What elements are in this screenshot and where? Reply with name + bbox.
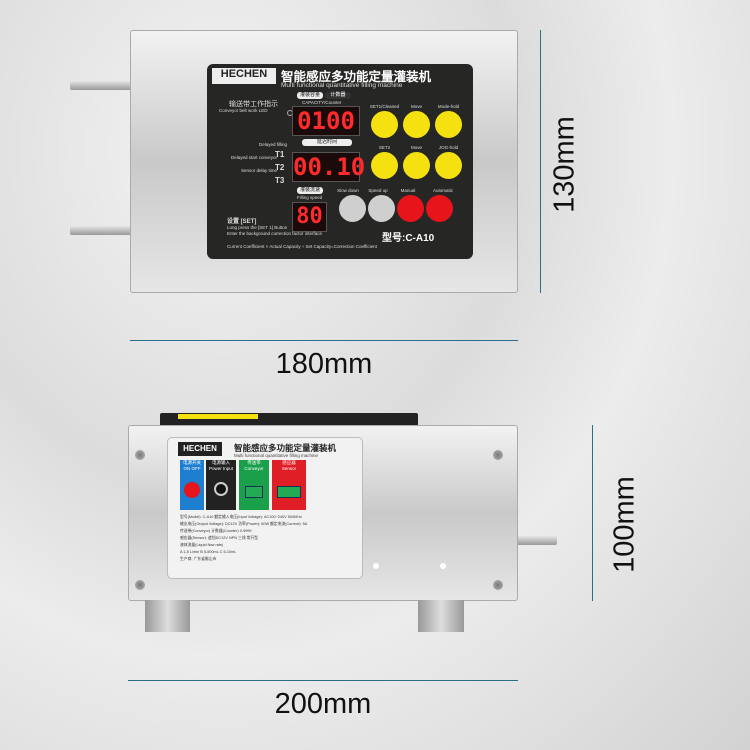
- spec-line: 液体流量(Liquid flow rate): [180, 543, 224, 547]
- height-dimension-label: 130mm: [548, 116, 581, 213]
- speed-label: 灌装流速: [297, 187, 323, 194]
- button-edge: [178, 414, 258, 419]
- timer-t2: T2: [275, 163, 285, 172]
- manual-button[interactable]: [397, 195, 424, 222]
- power-switch[interactable]: [184, 482, 200, 498]
- btn-label: Mode-hold: [437, 104, 460, 109]
- height-dimension-label: 100mm: [608, 476, 641, 573]
- width-dimension-label: 180mm: [275, 348, 373, 380]
- conveyor-led-label: 输送带工作指示: [229, 101, 278, 108]
- height-dimension-line: [592, 425, 593, 601]
- capacity-display: 0100: [292, 106, 360, 136]
- move2-button[interactable]: [403, 152, 430, 179]
- conveyor-led-label-en: Conveyor belt work LED: [219, 108, 268, 113]
- block-label: 电源开关: [183, 460, 201, 465]
- btn-label: Manual: [400, 188, 416, 193]
- power-switch-block: 电源开关 ON OFF: [180, 460, 204, 510]
- screw: [493, 580, 503, 590]
- move-button[interactable]: [403, 111, 430, 138]
- brand-logo: HECHEN: [212, 68, 276, 84]
- speed-up-button[interactable]: [368, 195, 395, 222]
- spec-line: A 1-5 L/min B 5-500mL C 5-10mL: [180, 550, 237, 554]
- speed-label-en: Filling speed: [297, 195, 323, 200]
- btn-label: Slow down: [337, 188, 359, 193]
- indicator-hole: [373, 563, 379, 569]
- model-label: 型号:C-A10: [382, 233, 435, 244]
- power-input-block: 电源输入 Power Input: [206, 460, 236, 510]
- set-title: 设置 [SET]: [227, 219, 257, 225]
- title-cn: 智能感应多功能定量灌装机: [234, 443, 337, 453]
- capacity-tab: 灌装容量: [297, 92, 323, 99]
- jog-hold-button[interactable]: [435, 152, 462, 179]
- screw: [493, 450, 503, 460]
- conveyor-block: 传送带 Conveyor: [239, 460, 269, 510]
- delay-label: 延迟时间: [302, 139, 352, 146]
- block-label: 电源输入: [212, 460, 230, 465]
- block-sub: ON OFF: [183, 466, 201, 471]
- set-line: Long press the [SET 1] Button: [227, 225, 288, 230]
- mode-hold-button[interactable]: [435, 111, 462, 138]
- title-en: Multi functional quantitative filling ma…: [281, 82, 403, 89]
- automatic-button[interactable]: [426, 195, 453, 222]
- control-panel: HECHEN 智能感应多功能定量灌装机 Multi functional qua…: [207, 64, 473, 259]
- title-cn: 智能感应多功能定量灌装机: [281, 70, 432, 84]
- spec-list: 型号(Model): C-A10 额定输入电压(Input Voltage): …: [180, 514, 360, 563]
- set-line: Current Coefficient × Actual Capacity ÷ …: [227, 244, 377, 249]
- width-dimension-line: [130, 340, 518, 341]
- spec-line: 感应器(Sensor): 遮挡DC12V NPN 三线 常开型: [180, 536, 259, 540]
- width-dimension-label: 200mm: [274, 688, 372, 720]
- title-en: Multi functional quantitative filling ma…: [234, 453, 319, 458]
- spec-line: 型号(Model): C-A10 额定输入电压(Input Voltage): …: [180, 515, 302, 519]
- capacity-label-en: CAPACITY/Counter: [302, 100, 342, 105]
- outlet-fitting: [497, 535, 557, 545]
- block-sub: Sensor: [281, 466, 297, 471]
- foot-right: [418, 600, 464, 632]
- inlet-fitting: [70, 80, 132, 90]
- screw: [135, 580, 145, 590]
- counter-tab: 计数器: [325, 92, 351, 99]
- timer-t1-label: Delayed filling: [258, 142, 287, 147]
- outlet-fitting: [70, 225, 132, 235]
- btn-label: SET2: [378, 145, 391, 150]
- btn-label: Move: [410, 104, 422, 109]
- power-jack[interactable]: [214, 482, 228, 496]
- brand-logo: HECHEN: [178, 442, 222, 456]
- set-line: Enter the background correction factor i…: [227, 231, 323, 236]
- btn-label: SET1/Cleaned: [369, 104, 400, 109]
- btn-label: Automatic: [432, 188, 453, 193]
- block-label: 传送带: [247, 460, 261, 465]
- set1-button[interactable]: [371, 111, 398, 138]
- timer-t3: T3: [275, 176, 285, 185]
- block-sub: Conveyor: [244, 466, 264, 471]
- slow-down-button[interactable]: [339, 195, 366, 222]
- sensor-block: 感应器 Sensor: [272, 460, 306, 510]
- block-sub: Power Input: [208, 466, 233, 471]
- screw: [135, 450, 145, 460]
- timer-t2-label: Delayed start conveyor: [230, 155, 277, 160]
- speed-display: 80: [292, 202, 327, 232]
- block-label: 感应器: [282, 460, 296, 465]
- btn-label: Speed up: [368, 188, 388, 193]
- foot-left: [145, 600, 190, 632]
- width-dimension-line: [128, 680, 518, 681]
- spec-line: 生产商: 广东省佛山市: [180, 557, 217, 561]
- delay-display: 00.10: [292, 152, 366, 182]
- timer-t3-label: Sensor delay time: [240, 168, 277, 173]
- indicator-hole: [440, 563, 446, 569]
- btn-label: Move: [410, 145, 422, 150]
- rear-label-panel: HECHEN 智能感应多功能定量灌装机 Multi functional qua…: [167, 437, 363, 579]
- conveyor-connector[interactable]: [245, 486, 263, 498]
- btn-label: JOG-hold: [438, 145, 459, 150]
- timer-t1: T1: [275, 150, 285, 159]
- set2-button[interactable]: [371, 152, 398, 179]
- spec-line: 输出电压(Output Voltage): DC12V 功率(Power): 6…: [180, 522, 308, 526]
- height-dimension-line: [540, 30, 541, 293]
- sensor-connector[interactable]: [277, 486, 301, 498]
- spec-line: 传送带(Conveyor) 计数器(Counter) 0-9999: [180, 529, 252, 533]
